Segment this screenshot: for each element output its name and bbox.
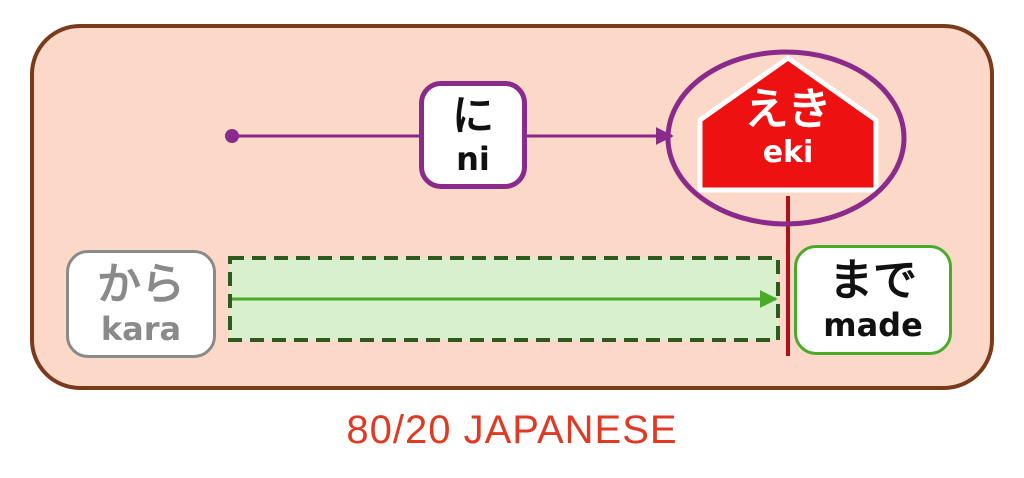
station-kana: えき (744, 84, 832, 135)
particle-ni-card: に ni (419, 81, 527, 189)
station-label: えき eki (700, 88, 876, 168)
particle-made-kana: まで (829, 255, 917, 306)
destination-highlight-circle (665, 49, 907, 227)
particle-made-romaji: made (823, 306, 923, 344)
station-sign-icon (697, 55, 879, 193)
particle-kara-kana: から (97, 259, 185, 310)
station-romaji: eki (762, 135, 814, 170)
particle-ni-romaji: ni (456, 140, 490, 178)
particle-ni-kana: に (451, 91, 494, 140)
particle-made-card: まで made (794, 245, 952, 355)
particle-kara-card: から kara (66, 250, 216, 358)
particle-kara-romaji: kara (100, 310, 182, 348)
brand-footer: 80/20 JAPANESE (346, 408, 678, 452)
